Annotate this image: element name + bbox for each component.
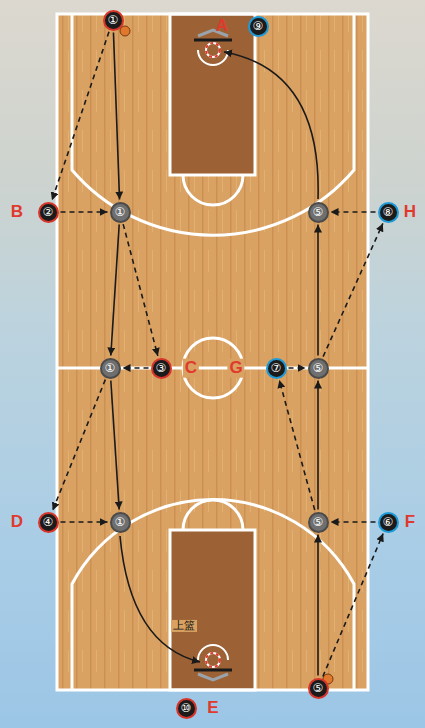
player-number: ④	[43, 516, 54, 528]
player-number: ①	[105, 362, 116, 374]
player-move-marker: ⑤	[308, 512, 329, 533]
top-key-line	[170, 14, 255, 175]
hoop	[206, 653, 220, 667]
player-marker: ⑩	[176, 698, 197, 719]
player-marker: ②	[38, 202, 59, 223]
court-lines	[57, 14, 368, 690]
player-move-marker: ①	[100, 358, 121, 379]
bottom-basket	[194, 653, 232, 680]
pass-arrow	[53, 380, 106, 511]
dribble-arrow	[317, 225, 319, 356]
pass-arrow	[123, 224, 158, 356]
player-number: ①	[115, 206, 126, 218]
player-number: ⑨	[253, 20, 264, 32]
player-marker: ⑧	[378, 202, 399, 223]
bottom-key	[170, 530, 255, 690]
dribble-arrow	[111, 224, 119, 355]
player-number: ⑥	[383, 516, 394, 528]
pass-arrow	[279, 380, 314, 510]
layup-path	[120, 536, 200, 662]
hoop	[206, 653, 220, 667]
player-marker: ④	[38, 512, 59, 533]
station-letter: E	[207, 699, 218, 718]
player-number: ⑧	[383, 206, 394, 218]
bottom-three-point-line	[72, 500, 354, 690]
pass-arrow	[323, 534, 383, 677]
player-number: ⑤	[313, 206, 324, 218]
hoop	[206, 43, 220, 57]
player-number: ⑦	[271, 362, 282, 374]
court-floor	[57, 14, 368, 690]
player-number: ⑤	[313, 362, 324, 374]
player-number: ③	[156, 362, 167, 374]
player-move-marker: ⑤	[308, 358, 329, 379]
station-letter: H	[404, 203, 416, 222]
court-boundary	[57, 14, 368, 690]
basket-support	[198, 674, 228, 680]
dribble-arrow	[113, 32, 119, 199]
player-move-marker: ⑤	[308, 202, 329, 223]
top-three-point-line	[72, 14, 354, 235]
player-marker: ⑦	[266, 358, 287, 379]
player-number: ⑩	[181, 702, 192, 714]
station-letter: C	[183, 359, 199, 378]
player-marker: ③	[151, 358, 172, 379]
player-marker: ⑨	[248, 16, 269, 37]
station-letter: A	[216, 17, 228, 36]
player-number: ②	[43, 206, 54, 218]
player-number: ⑤	[313, 516, 324, 528]
note-text: 上篮	[171, 620, 197, 632]
player-number: ①	[115, 516, 126, 528]
dribble-arrow	[317, 381, 319, 510]
station-letter: F	[405, 513, 415, 532]
backboard	[194, 669, 232, 672]
top-key	[170, 14, 255, 175]
pass-arrow	[61, 521, 108, 523]
station-letter: G	[227, 359, 244, 378]
ball	[120, 26, 130, 36]
player-marker: ⑤	[308, 678, 329, 699]
pass-arrow	[331, 211, 376, 213]
top-free-throw-arc	[183, 175, 243, 205]
hoop	[206, 43, 220, 57]
player-marker: ①	[103, 10, 124, 31]
pass-arrow	[289, 367, 306, 369]
pass-arrow	[123, 367, 149, 369]
backboard	[194, 39, 232, 42]
layup-path	[224, 52, 318, 199]
player-number: ⑤	[313, 682, 324, 694]
pass-arrow	[323, 223, 383, 356]
pass-arrow	[52, 32, 109, 200]
bottom-free-throw-arc	[183, 500, 243, 530]
station-letter: B	[11, 203, 23, 222]
station-letter: D	[11, 513, 23, 532]
player-number: ①	[108, 14, 119, 26]
dribble-arrow	[317, 535, 319, 676]
dribble-arrow	[111, 380, 119, 509]
player-move-marker: ①	[110, 202, 131, 223]
pass-arrow	[331, 521, 376, 523]
pass-arrow	[61, 211, 108, 213]
player-marker: ⑥	[378, 512, 399, 533]
player-move-marker: ①	[110, 512, 131, 533]
bottom-key-line	[170, 530, 255, 690]
